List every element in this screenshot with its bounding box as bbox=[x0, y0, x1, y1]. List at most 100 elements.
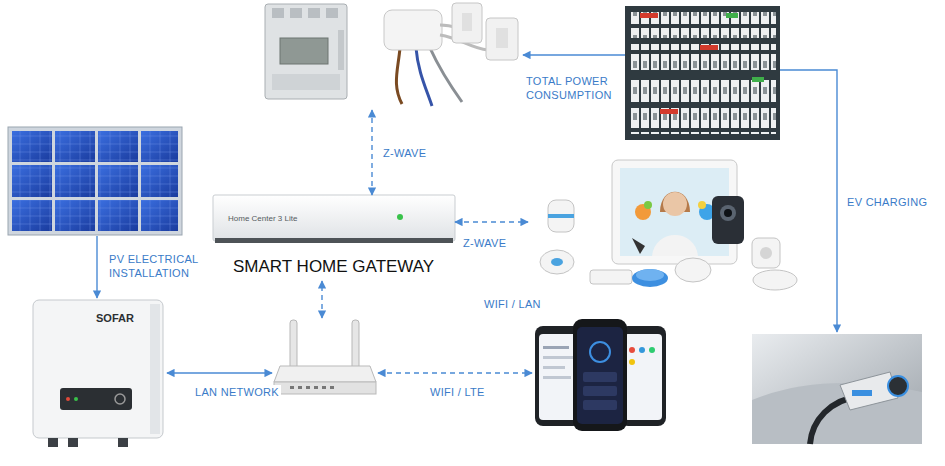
smart-devices-part bbox=[753, 270, 797, 290]
current-sensor-part bbox=[396, 48, 402, 104]
meter-node bbox=[258, 0, 523, 110]
gateway-heading: SMART HOME GATEWAY bbox=[233, 257, 434, 277]
solar-panel-part bbox=[55, 165, 95, 197]
solar-panel-part bbox=[55, 200, 95, 231]
inverter-part bbox=[68, 438, 78, 447]
smartphones-part bbox=[539, 334, 577, 420]
connector bbox=[455, 221, 528, 222]
solar-node bbox=[5, 125, 185, 236]
edge-label: Z-WAVE bbox=[381, 146, 428, 160]
solar-panel-part bbox=[141, 200, 178, 231]
edge-label: EV CHARGING bbox=[845, 195, 929, 209]
router-part bbox=[290, 320, 297, 372]
solar-panel-part bbox=[98, 165, 138, 197]
router bbox=[274, 320, 376, 394]
gateway-device-part bbox=[213, 195, 455, 241]
ev-charger-part bbox=[888, 376, 908, 396]
edge-label: LAN NETWORK bbox=[193, 385, 281, 399]
inverter-part bbox=[48, 438, 58, 447]
inverter-part bbox=[118, 438, 128, 447]
panel-node bbox=[625, 5, 780, 141]
smart-devices-part bbox=[698, 201, 706, 209]
solar-panel-part bbox=[141, 131, 178, 162]
smartphones-part bbox=[624, 334, 662, 420]
solar-panel-part bbox=[12, 200, 52, 231]
smartphones-part bbox=[543, 356, 573, 359]
brand-logo: SOFAR bbox=[96, 312, 134, 325]
router-part bbox=[314, 386, 318, 389]
solar-panel-part bbox=[141, 131, 178, 162]
electrical-panel-part bbox=[625, 6, 780, 140]
edge-label: WIFI / LTE bbox=[428, 385, 487, 399]
smart-devices-part bbox=[548, 200, 574, 232]
inverter-part bbox=[150, 304, 160, 434]
connector bbox=[780, 70, 837, 332]
devices-node bbox=[528, 158, 803, 293]
current-sensor-part bbox=[416, 48, 432, 106]
ev-charger-part bbox=[752, 334, 922, 444]
smart-devices bbox=[540, 160, 797, 290]
solar-panel-part bbox=[12, 131, 52, 162]
smartphones-part bbox=[583, 386, 617, 396]
energy-meter bbox=[265, 4, 347, 99]
gateway-device bbox=[213, 195, 455, 243]
router-part bbox=[322, 386, 326, 389]
smartphones-part bbox=[583, 400, 617, 410]
router-part bbox=[274, 366, 376, 382]
connector bbox=[321, 281, 322, 318]
smart-devices-part bbox=[752, 238, 780, 268]
smart-devices-part bbox=[632, 269, 668, 287]
smart-devices-part bbox=[663, 192, 687, 216]
energy-meter-part bbox=[272, 74, 340, 90]
smart-devices-part bbox=[644, 201, 652, 209]
smart-devices-part bbox=[675, 258, 711, 282]
current-sensor-part bbox=[384, 10, 442, 50]
smart-devices-part bbox=[551, 258, 563, 266]
network-label: WIFI / LAN bbox=[482, 297, 543, 311]
inverter bbox=[33, 300, 163, 447]
connector bbox=[167, 372, 272, 373]
router-part bbox=[352, 320, 359, 372]
electrical-panel-part bbox=[629, 108, 776, 134]
solar-panel-part bbox=[55, 131, 95, 162]
electrical-panel-part bbox=[752, 77, 764, 82]
gateway-device-part bbox=[215, 238, 453, 243]
smartphones-part bbox=[649, 347, 655, 353]
edge-label: Z-WAVE bbox=[461, 236, 508, 250]
electrical-panel-part bbox=[660, 109, 678, 114]
gateway-node: Home Center 3 LiteSMART HOME GATEWAY bbox=[213, 195, 455, 281]
solar-panel-part bbox=[141, 165, 178, 197]
solar-panel-part bbox=[98, 165, 138, 197]
inverter-part bbox=[115, 394, 125, 404]
edge-label: PV ELECTRICAL INSTALLATION bbox=[107, 252, 206, 281]
inverter-part bbox=[66, 397, 70, 401]
energy-meter-part bbox=[338, 30, 344, 70]
smartphones-part bbox=[577, 327, 623, 424]
smartphones-part bbox=[590, 342, 610, 362]
router-node bbox=[272, 318, 378, 398]
solar-panel-part bbox=[98, 131, 138, 162]
smart-devices-part bbox=[720, 205, 736, 221]
connector bbox=[378, 372, 532, 373]
current-sensor-part bbox=[452, 3, 482, 43]
smart-devices-part bbox=[712, 196, 744, 244]
device-label: Home Center 3 Lite bbox=[228, 214, 297, 223]
inverter-part bbox=[33, 300, 163, 438]
smart-devices-part bbox=[724, 209, 732, 217]
current-sensor-part bbox=[496, 28, 508, 48]
connector bbox=[523, 54, 625, 55]
smartphones-part bbox=[543, 366, 565, 369]
router-part bbox=[306, 386, 310, 389]
smartphones-part bbox=[543, 376, 571, 379]
solar-panel-part bbox=[12, 165, 52, 197]
solar-panel-part bbox=[8, 127, 182, 235]
gateway-device-part bbox=[397, 214, 403, 220]
electrical-panel-part bbox=[640, 13, 658, 18]
solar-panel-part bbox=[55, 131, 95, 162]
smartphones-part bbox=[573, 319, 627, 431]
electrical-panel-part bbox=[700, 45, 718, 50]
energy-meter-part bbox=[272, 8, 284, 18]
solar-panel-part bbox=[141, 200, 178, 231]
